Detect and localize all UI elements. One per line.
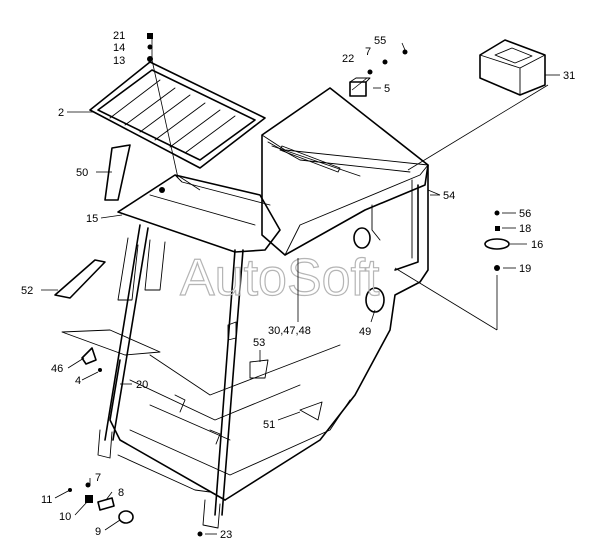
bolt-21 <box>147 33 153 39</box>
callout-11: 11 <box>41 494 52 506</box>
bolt-23 <box>197 531 203 537</box>
callout-22: 22 <box>342 53 354 65</box>
callout-21: 21 <box>113 30 125 42</box>
cab-rear-frame <box>224 164 429 501</box>
callout-51: 51 <box>263 419 275 431</box>
callout-20: 20 <box>136 379 148 391</box>
leader-lines <box>41 33 560 535</box>
callout-50: 50 <box>76 167 88 179</box>
round-light-49 <box>365 287 385 313</box>
callout-14: 14 <box>113 42 125 54</box>
callout-15: 15 <box>86 213 98 225</box>
callout-7-top: 7 <box>365 46 371 58</box>
callout-19: 19 <box>519 263 531 275</box>
nut-19 <box>494 265 500 271</box>
washer-18 <box>495 226 500 231</box>
nut-7-top <box>382 59 388 65</box>
roof-grille-guard <box>89 61 266 169</box>
side-glass-panel-50 <box>104 144 131 201</box>
side-glass-panel-52 <box>54 259 106 299</box>
bushing-10 <box>85 495 93 503</box>
callout-53: 53 <box>253 337 265 349</box>
roof-canopy <box>117 174 281 253</box>
callout-2: 2 <box>58 107 64 119</box>
washer-14 <box>147 44 153 50</box>
cutout-51 <box>299 401 323 421</box>
bolt-8 <box>97 497 115 511</box>
door-latch <box>227 321 237 341</box>
latch-46 <box>81 347 97 365</box>
callout-49: 49 <box>359 326 371 338</box>
screw-4 <box>98 368 102 372</box>
part-callouts: 21 14 13 2 50 15 52 55 7 22 5 31 54 56 1… <box>21 30 575 541</box>
operator-manual-box-31 <box>479 39 546 96</box>
callout-55: 55 <box>374 35 386 47</box>
callout-10: 10 <box>59 511 71 523</box>
beacon-base-16 <box>484 238 510 250</box>
callout-46: 46 <box>51 363 63 375</box>
nut-7-lower <box>85 482 91 488</box>
cab-roof-shell <box>261 87 429 256</box>
callout-30-47-48: 30,47,48 <box>268 325 311 337</box>
callout-56: 56 <box>519 208 531 220</box>
beacon-mount-plate <box>353 227 371 249</box>
callout-7-lower: 7 <box>95 472 101 484</box>
callout-52: 52 <box>21 285 33 297</box>
roof-bracket-5 <box>349 77 371 97</box>
callout-8: 8 <box>118 487 124 499</box>
nut-13 <box>147 56 153 62</box>
floor-mat-panel <box>61 329 161 356</box>
washer-9 <box>118 510 134 524</box>
washer-22 <box>367 69 373 75</box>
callout-16: 16 <box>531 239 543 251</box>
callout-5: 5 <box>384 83 390 95</box>
callout-23: 23 <box>220 529 232 541</box>
watermark: AutoSoft <box>180 249 380 307</box>
callout-31: 31 <box>563 70 575 82</box>
callout-9: 9 <box>95 526 101 538</box>
callout-54: 54 <box>443 190 455 202</box>
bolt-55 <box>402 49 408 55</box>
callout-4: 4 <box>75 375 81 387</box>
cutout-53 <box>249 359 269 379</box>
callout-18: 18 <box>519 223 531 235</box>
callout-13: 13 <box>113 55 125 67</box>
cab-front-pillars <box>97 224 244 529</box>
mount-point-roof <box>159 187 165 193</box>
screw-56 <box>494 210 500 216</box>
